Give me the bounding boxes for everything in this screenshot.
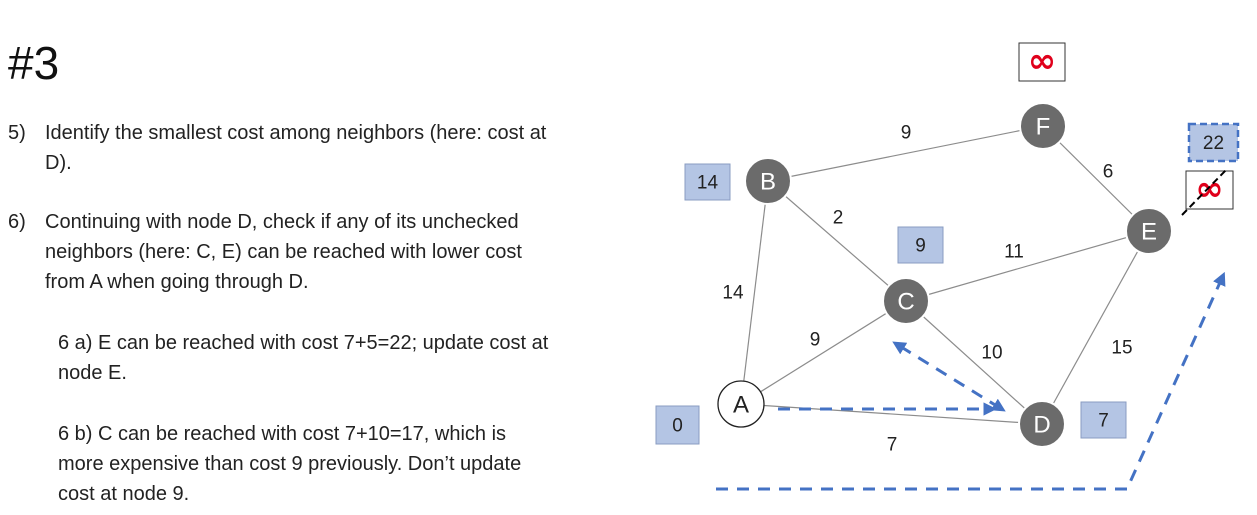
cost-box-d	[1080, 401, 1127, 439]
node-label: D	[1033, 412, 1050, 439]
cost-box-e	[1187, 122, 1240, 163]
step-text: Continuing with node D, check if any of …	[45, 207, 522, 297]
edge-weight-label: 10	[981, 343, 1002, 364]
step-5: 5) Identify the smallest cost among neig…	[8, 118, 648, 180]
substep-line: 6 a) E can be reached with cost 7+5=22; …	[58, 332, 549, 354]
substep-6b: 6 b) C can be reached with cost 7+10=17,…	[58, 419, 521, 509]
node-f	[1019, 102, 1067, 150]
cost-box-c	[897, 226, 944, 264]
edge-weight-label: 11	[1004, 242, 1024, 263]
edge-weight-label: 7	[887, 435, 898, 456]
cost-value-b: 14	[697, 173, 719, 194]
edge-weight-label: 2	[833, 208, 844, 229]
edge-weight-label: 6	[1103, 162, 1114, 183]
cost-value-d: 7	[1098, 411, 1109, 432]
node-b	[744, 157, 792, 205]
edge-a-b	[740, 180, 769, 405]
edge-weight-label: 9	[810, 330, 821, 351]
edge-a-c	[740, 300, 907, 405]
infinity-icon: ∞	[1028, 41, 1056, 81]
substep-6a: 6 a) E can be reached with cost 7+5=22; …	[58, 328, 548, 388]
step-line: from A when going through D.	[45, 271, 309, 293]
costs-layer: 0 14 9 7 22 ∞ ∞	[655, 41, 1240, 445]
cost-box-b	[684, 163, 731, 201]
step-line: Identify the smallest cost among neighbo…	[45, 122, 547, 144]
infinity-box-f	[1018, 42, 1066, 82]
node-c	[882, 277, 930, 325]
cost-value-e: 22	[1203, 133, 1224, 154]
step-number: 6)	[8, 211, 26, 233]
edge-weight-label: 9	[901, 123, 912, 144]
edge-weight-label: 14	[722, 283, 744, 304]
step-6: 6) Continuing with node D, check if any …	[8, 207, 648, 299]
cost-value-c: 9	[915, 236, 926, 257]
edge-b-f	[767, 125, 1044, 182]
cost-value-a: 0	[672, 416, 683, 437]
substep-line: more expensive than cost 9 previously. D…	[58, 453, 522, 475]
node-label: B	[760, 169, 776, 196]
substep-line: node E.	[58, 362, 127, 384]
infinity-icon: ∞	[1195, 169, 1223, 209]
node-d	[1018, 400, 1066, 448]
edge-a-d	[740, 403, 1043, 425]
node-label: C	[897, 289, 914, 316]
edge-c-e	[905, 230, 1150, 302]
cost-box-a	[655, 405, 700, 445]
node-label: E	[1141, 219, 1157, 246]
step-number: 5)	[8, 122, 26, 144]
progress-arrow	[716, 271, 1226, 491]
node-label: A	[733, 392, 749, 419]
node-a	[717, 380, 765, 428]
step-line: Continuing with node D, check if any of …	[45, 211, 519, 233]
step-line: neighbors (here: C, E) can be reached wi…	[45, 241, 522, 263]
edge-d-e	[1041, 230, 1150, 425]
edge-f-e	[1042, 125, 1150, 232]
edge-b-c	[767, 180, 907, 302]
nodes-layer: A B C D E F	[717, 102, 1173, 448]
step-text: Identify the smallest cost among neighbo…	[45, 118, 546, 178]
arrows-layer	[716, 271, 1226, 491]
slide-title: #3	[8, 37, 60, 89]
substep-line: cost at node 9.	[58, 483, 190, 505]
edge-weight-label: 15	[1111, 338, 1132, 359]
node-e	[1125, 207, 1173, 255]
step-line: D).	[45, 152, 72, 174]
node-label: F	[1036, 114, 1051, 141]
substep-line: 6 b) C can be reached with cost 7+10=17,…	[58, 423, 507, 445]
